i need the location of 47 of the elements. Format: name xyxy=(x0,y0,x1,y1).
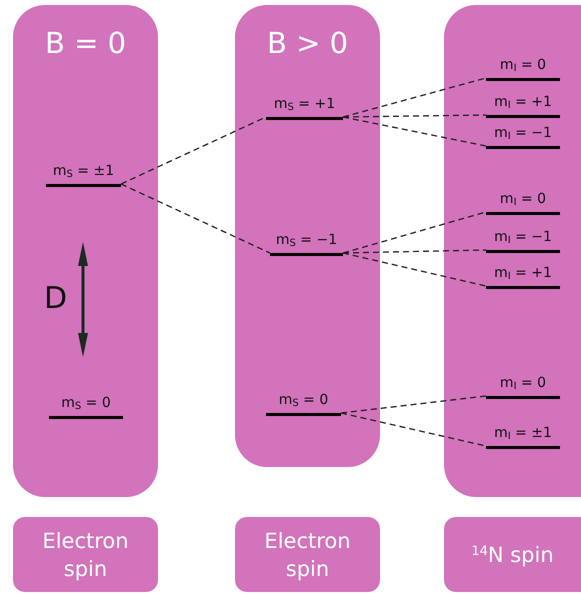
energy-level-bar xyxy=(486,265,560,289)
level-label: m$_{S}$ = −1 xyxy=(274,232,338,251)
level-label: m$_{S}$ = ±1 xyxy=(52,163,116,182)
energy-level-bar xyxy=(486,191,560,215)
energy-level-bar xyxy=(46,163,121,187)
dashed-connector xyxy=(342,249,486,254)
level-label: m$_{I}$ = 0 xyxy=(498,375,548,394)
dashed-connector xyxy=(343,114,486,118)
energy-level-bar xyxy=(270,232,343,256)
energy-level-bar xyxy=(486,125,560,149)
caption-box xyxy=(235,517,380,592)
level-label: m$_{I}$ = −1 xyxy=(493,125,553,144)
dashed-connector xyxy=(342,211,486,254)
level-label: m$_{I}$ = −1 xyxy=(493,229,553,248)
field-panel xyxy=(13,5,158,497)
caption-box xyxy=(444,517,581,592)
dashed-connector xyxy=(340,412,486,447)
level-label: m$_{S}$ = 0 xyxy=(60,395,112,414)
dashed-connector xyxy=(342,77,486,118)
level-label: m$_{I}$ = ±1 xyxy=(493,425,553,444)
energy-level-bar xyxy=(486,94,560,118)
dashed-connector xyxy=(342,252,486,287)
caption-text: $^{14}$N spin xyxy=(470,542,555,568)
energy-level-bar xyxy=(486,57,560,81)
panel xyxy=(444,5,581,497)
energy-level-bar xyxy=(486,375,560,399)
level-label: m$_{S}$ = +1 xyxy=(272,96,336,115)
field-panel xyxy=(235,5,380,467)
level-label: m$_{I}$ = +1 xyxy=(493,94,553,113)
dashed-connector xyxy=(340,395,486,414)
caption-text: Electron spin xyxy=(41,528,130,582)
panel-heading: B > 0 xyxy=(266,25,350,61)
dashed-connector xyxy=(342,116,486,147)
energy-level-bar xyxy=(266,392,341,416)
caption-box xyxy=(13,517,158,592)
energy-level-bar xyxy=(266,96,343,120)
dashed-connector xyxy=(120,183,270,254)
energy-level-bar xyxy=(49,395,123,419)
level-label: m$_{S}$ = 0 xyxy=(278,392,330,411)
level-label: m$_{I}$ = 0 xyxy=(498,191,548,210)
level-label: m$_{I}$ = 0 xyxy=(498,57,548,76)
energy-level-bar xyxy=(486,229,560,253)
level-label: m$_{I}$ = +1 xyxy=(493,265,553,284)
energy-level-bar xyxy=(486,425,560,449)
gap-label: D xyxy=(44,283,68,315)
panel-heading: B = 0 xyxy=(44,25,128,61)
caption-text: Electron spin xyxy=(263,528,352,582)
